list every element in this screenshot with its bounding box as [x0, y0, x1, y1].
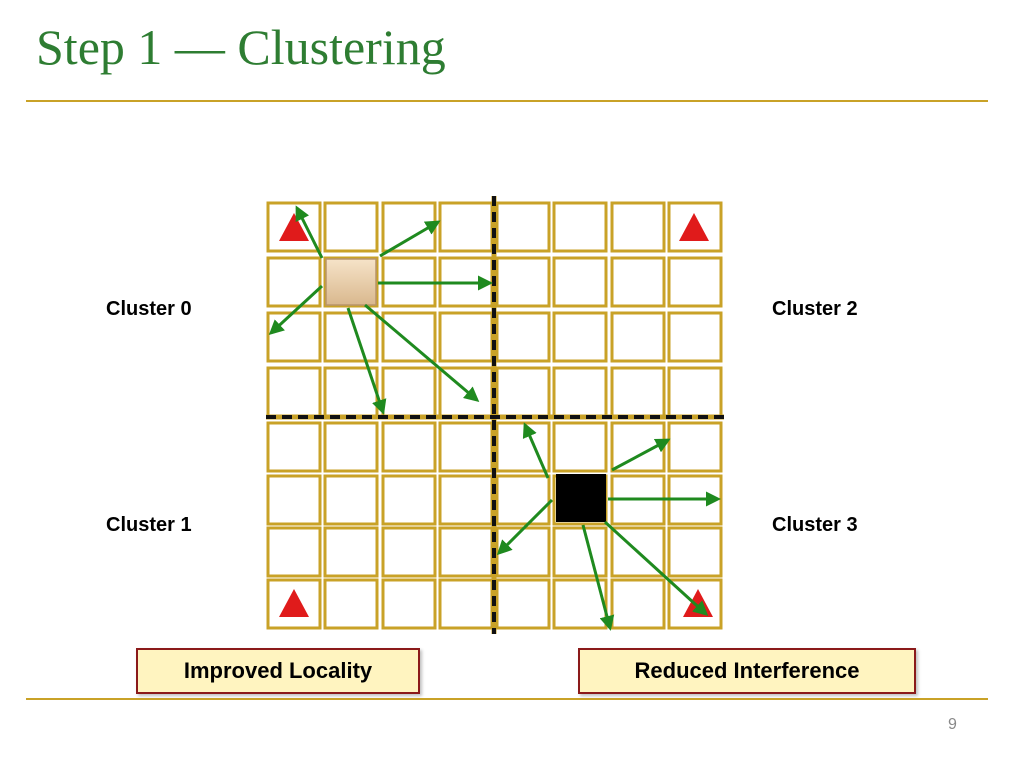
reduced-interference-callout: Reduced Interference: [578, 648, 916, 694]
grid-cell: [266, 311, 322, 363]
grid-cell: [667, 526, 723, 578]
grid-cell: [610, 366, 666, 418]
grid-cell: [610, 311, 666, 363]
grid-cell: [667, 366, 723, 418]
triangle-marker-top-right: [679, 213, 709, 241]
grid-cell: [495, 474, 551, 526]
grid-cell: [610, 201, 666, 253]
grid-cells: [266, 201, 723, 630]
arrow: [379, 220, 441, 258]
grid-cell: [438, 526, 494, 578]
grid-cell: [552, 311, 608, 363]
grid-cell: [381, 578, 437, 630]
arrow: [611, 438, 671, 472]
grid-cell: [381, 421, 437, 473]
grid-cell: [667, 256, 723, 308]
arrow: [496, 498, 554, 556]
cluster-3-label: Cluster 3: [772, 514, 858, 536]
grid-cell: [495, 526, 551, 578]
cluster-0-label: Cluster 0: [106, 298, 192, 320]
grid-cell: [667, 311, 723, 363]
grid-cell: [552, 578, 608, 630]
grid-cell: [323, 474, 379, 526]
arrow: [295, 205, 324, 259]
grid-cell: [438, 201, 494, 253]
grid-cell: [381, 526, 437, 578]
triangle-marker-bottom-left: [279, 589, 309, 617]
arrow: [581, 524, 615, 631]
arrow: [603, 520, 709, 617]
cluster-2-label: Cluster 2: [772, 298, 858, 320]
grid-cell: [610, 578, 666, 630]
triangle-marker-top-left: [279, 213, 309, 241]
grid-cell: [266, 366, 322, 418]
grid-cell: [552, 256, 608, 308]
grid-cell: [495, 256, 551, 308]
grid-cell: [266, 526, 322, 578]
grid-cell: [438, 578, 494, 630]
grid-cell: [381, 311, 437, 363]
grid-cell: [552, 201, 608, 253]
grid-cell: [552, 366, 608, 418]
grid-cell: [381, 474, 437, 526]
grid-cell: [667, 421, 723, 473]
grid-cell: [438, 311, 494, 363]
grid-cell: [552, 421, 608, 473]
grid-cell: [495, 311, 551, 363]
grid-cell: [438, 474, 494, 526]
black-node: [556, 474, 606, 522]
arrow: [268, 284, 324, 336]
page-number: 9: [948, 716, 957, 733]
partition-lines: [266, 196, 724, 634]
tan-node: [325, 258, 377, 306]
improved-locality-callout: Improved Locality: [136, 648, 420, 694]
grid-cell: [495, 366, 551, 418]
arrow: [364, 303, 480, 402]
grid-cell: [323, 526, 379, 578]
cluster-1-label: Cluster 1: [106, 514, 192, 536]
grid-cell: [495, 578, 551, 630]
grid-cell: [323, 421, 379, 473]
footer-rule: [26, 698, 988, 700]
grid-cell: [495, 201, 551, 253]
title-underline: [26, 100, 988, 102]
grid-cell: [381, 366, 437, 418]
grid-cell: [266, 421, 322, 473]
tan-node-arrows: [268, 205, 493, 415]
grid-cell: [266, 256, 322, 308]
arrow: [346, 307, 387, 415]
black-node-arrows: [496, 422, 721, 631]
grid-cell: [323, 578, 379, 630]
grid-cell: [552, 526, 608, 578]
grid-cell: [266, 474, 322, 526]
arrow: [522, 422, 550, 479]
grid-cell: [323, 201, 379, 253]
grid-cell: [610, 256, 666, 308]
slide-title: Step 1 — Clustering: [36, 19, 446, 75]
grid-cell: [438, 421, 494, 473]
